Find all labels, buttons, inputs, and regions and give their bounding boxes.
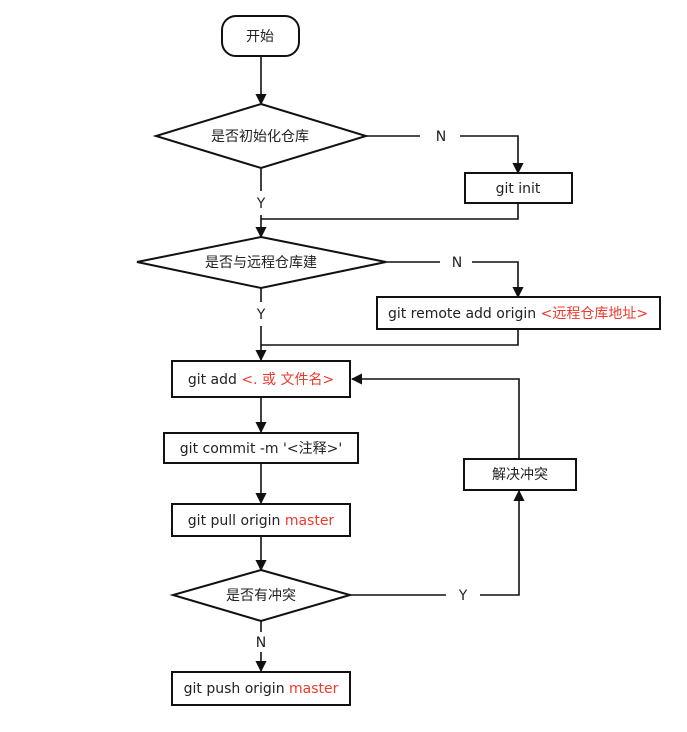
edge-resolve-to-add [350,373,520,459]
edge-label-init-yes: Y [256,196,266,212]
git-init-box [464,172,573,204]
remote-decision-diamond [136,235,387,290]
conflict-decision-diamond [169,568,354,623]
edge-label-remote-no: N [452,255,462,271]
node-push: git push origin master [171,671,351,706]
edge-label-conflict-no: N [256,635,266,651]
push-box [171,671,351,706]
node-decision-remote: 是否与远程仓库建 [136,235,387,290]
remote-add-box [376,296,661,330]
conflict-decision-label: 是否有冲突 [226,588,296,604]
edge-label-init-no: N [436,129,446,145]
edge-labels: N Y N Y Y N [256,129,468,651]
edge-conflict-yes-b [480,489,525,596]
edge-gitinit-to-remote-decision [261,203,519,220]
edge-remoteadd-to-gitadd [261,329,519,346]
edge-init-no-b [460,135,524,175]
remote-add-command: git remote add origin [388,306,541,322]
pull-box [171,503,351,537]
init-decision-label: 是否初始化仓库 [211,128,309,145]
git-add-command: git add [188,372,242,388]
node-git-init: git init [464,172,573,204]
remote-decision-label: 是否与远程仓库建 [205,255,317,271]
node-remote-add: git remote add origin <远程仓库地址> [376,296,661,330]
node-resolve: 解决冲突 [463,458,577,491]
git-init-label: git init [496,181,541,197]
commit-box [163,432,359,464]
pull-text: git pull origin master [188,513,335,529]
push-branch: master [289,681,339,697]
git-add-text: git add <. 或 文件名> [188,372,334,388]
start-label: 开始 [246,29,274,45]
start-terminal [221,15,300,57]
node-decision-init: 是否初始化仓库 [152,102,370,170]
resolve-label: 解决冲突 [492,467,548,483]
push-text: git push origin master [184,681,339,697]
edge-label-conflict-yes: Y [458,588,468,604]
git-add-box [171,360,351,398]
resolve-box [463,458,577,491]
node-start: 开始 [221,15,300,57]
pull-command: git pull origin [188,513,285,529]
edges [255,56,525,673]
node-pull: git pull origin master [171,503,351,537]
edge-label-remote-yes: Y [256,307,266,323]
remote-add-text: git remote add origin <远程仓库地址> [388,306,648,322]
node-git-add: git add <. 或 文件名> [171,360,351,398]
node-decision-conflict: 是否有冲突 [169,568,354,623]
pull-branch: master [285,513,335,529]
commit-label: git commit -m '<注释>' [180,441,342,457]
git-add-file-placeholder: <. 或 文件名> [241,372,334,388]
init-decision-diamond [152,102,370,170]
remote-add-url-placeholder: <远程仓库地址> [541,306,648,322]
push-command: git push origin [184,681,289,697]
node-commit: git commit -m '<注释>' [163,432,359,464]
edge-remote-no-b [472,261,524,299]
